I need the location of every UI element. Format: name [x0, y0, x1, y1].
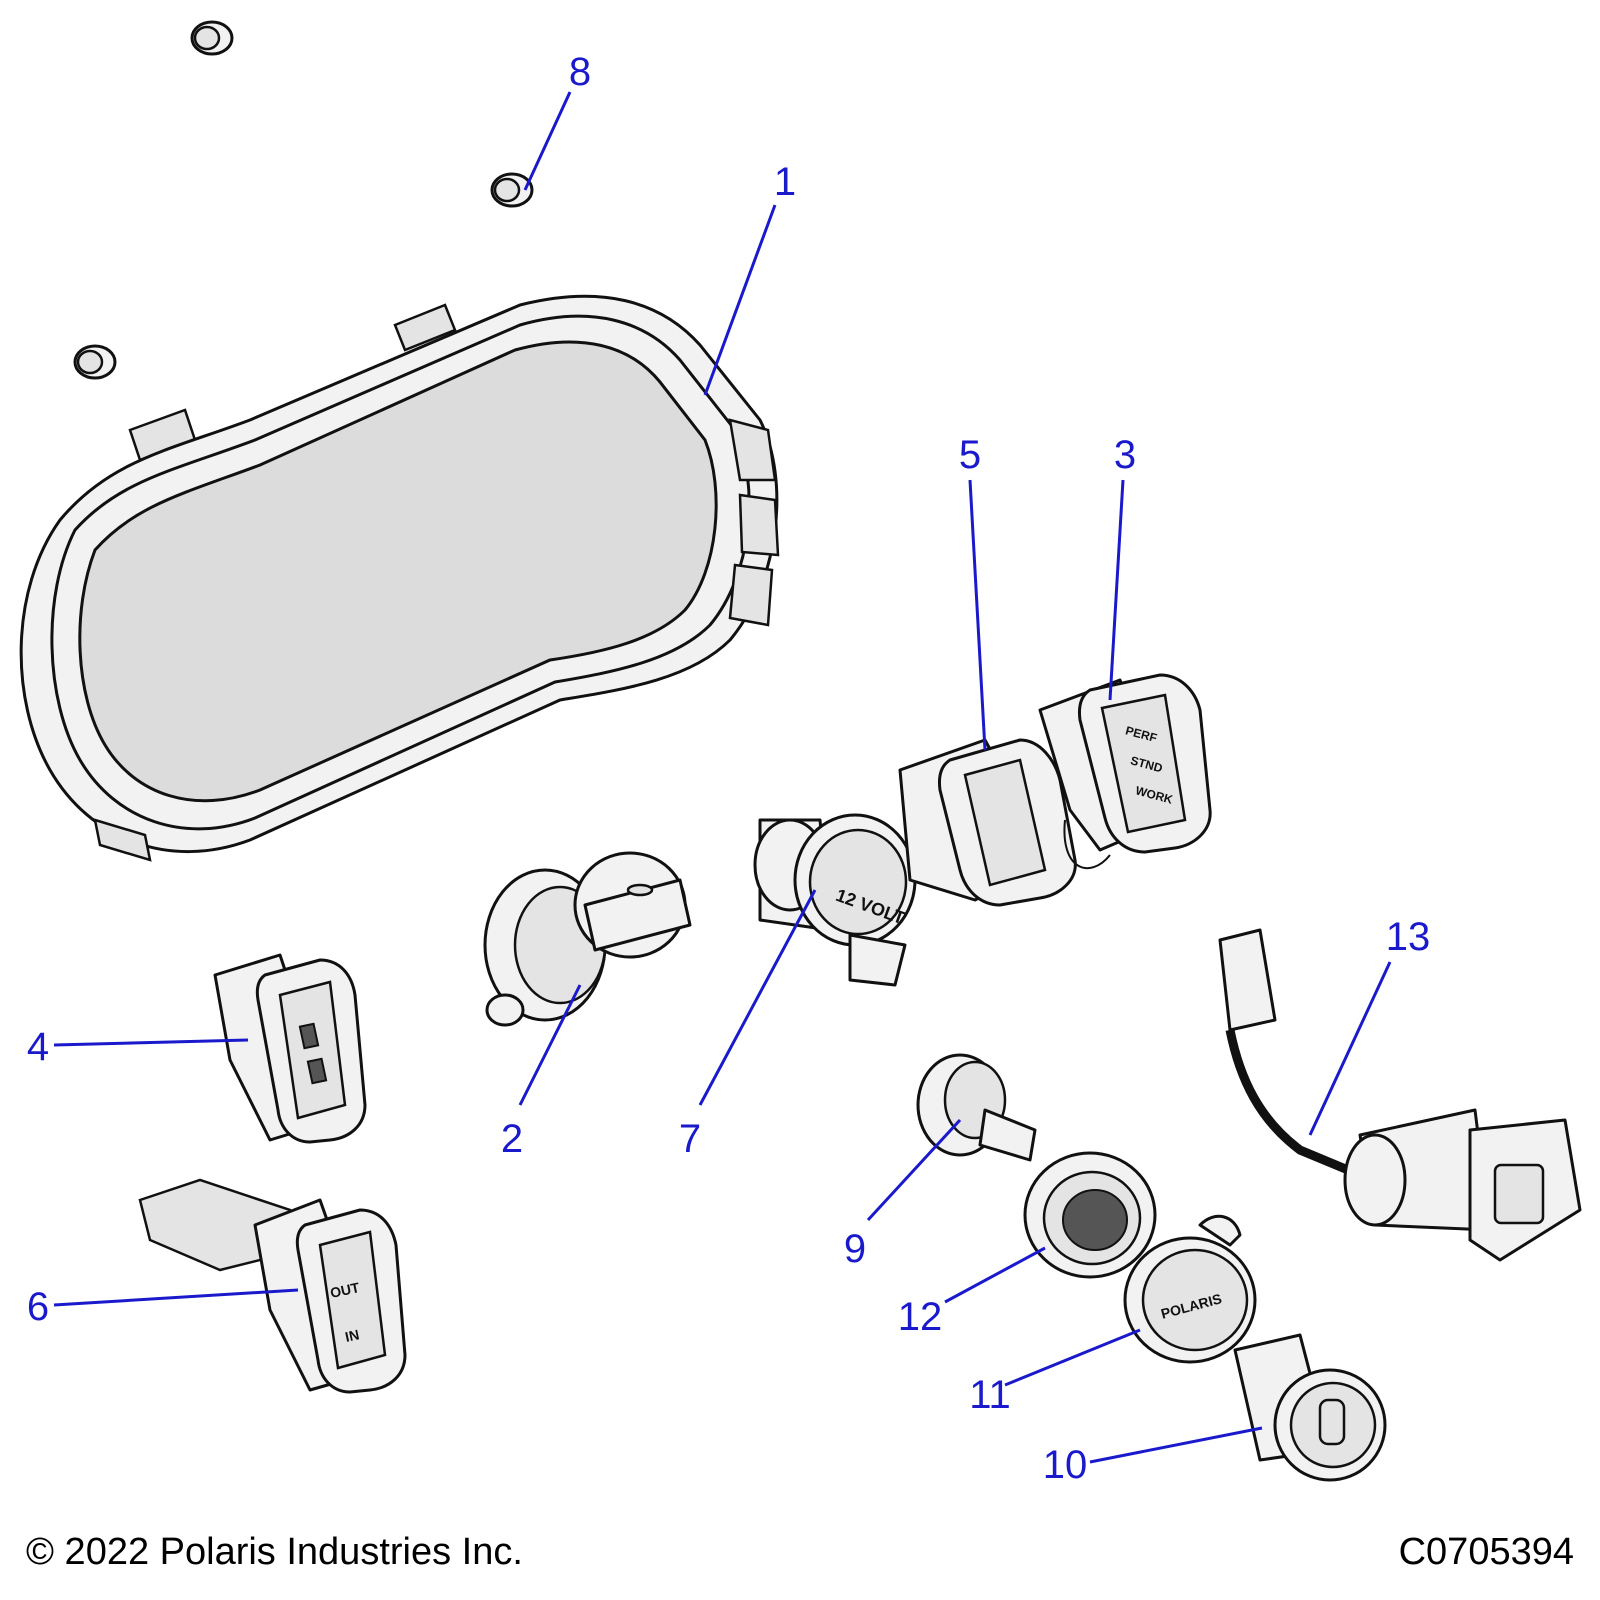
- rocker-switch-6: OUT IN: [138, 1178, 407, 1394]
- rocker-switch-3: PERF STND WORK: [1038, 673, 1212, 870]
- usb-socket-10: [1233, 1333, 1387, 1482]
- leader-1: [703, 204, 777, 396]
- leader-8: [523, 91, 572, 191]
- switch-6-line-1: OUT: [329, 1279, 362, 1301]
- fastener-top: [190, 20, 234, 56]
- callout-4: 4: [27, 1025, 49, 1069]
- switch-6-line-2: IN: [344, 1326, 361, 1345]
- callout-3: 3: [1114, 433, 1136, 477]
- leader-7: [698, 889, 817, 1106]
- leader-4: [53, 1038, 249, 1047]
- retaining-nut-12: [1023, 1151, 1157, 1279]
- callout-11: 11: [969, 1373, 1011, 1417]
- fastener-left: [73, 344, 117, 380]
- callout-7: 7: [679, 1117, 701, 1161]
- leader-5: [968, 479, 987, 751]
- harness-socket-13: [1218, 928, 1582, 1262]
- copyright-notice: © 2022 Polaris Industries Inc.: [26, 1531, 523, 1573]
- callout-2: 2: [501, 1117, 523, 1161]
- figure-id: C0705394: [1398, 1531, 1574, 1573]
- leader-3: [1108, 479, 1125, 701]
- leader-9: [866, 1118, 962, 1222]
- rocker-switch-4: [213, 953, 367, 1144]
- leader-lines: [53, 91, 1392, 1464]
- ignition-switch: [483, 851, 692, 1027]
- leader-13: [1308, 961, 1392, 1136]
- cluster-lens: [78, 340, 718, 803]
- callout-1: 1: [774, 160, 796, 204]
- callout-12: 12: [898, 1295, 943, 1339]
- leader-12: [944, 1246, 1046, 1304]
- callout-13: 13: [1386, 915, 1431, 959]
- callout-6: 6: [27, 1285, 49, 1329]
- callout-numbers: 1 2 3 4 5 6 7 8 9 10 11 12 13: [27, 50, 1430, 1487]
- rocker-switch-5: [898, 738, 1077, 907]
- callout-10: 10: [1043, 1443, 1088, 1487]
- cap-11: POLARIS: [1123, 1214, 1257, 1364]
- socket-12v: 12 VOLT: [753, 813, 917, 987]
- leader-10: [1089, 1426, 1263, 1464]
- leader-2: [518, 984, 582, 1106]
- callout-8: 8: [569, 50, 591, 94]
- callout-9: 9: [844, 1227, 866, 1271]
- leader-6: [53, 1288, 299, 1307]
- fastener-middle: [490, 172, 534, 208]
- instrument-cluster: [19, 294, 780, 862]
- socket-body-9: [916, 1053, 1037, 1162]
- callout-5: 5: [959, 433, 981, 477]
- leader-11: [1004, 1328, 1141, 1387]
